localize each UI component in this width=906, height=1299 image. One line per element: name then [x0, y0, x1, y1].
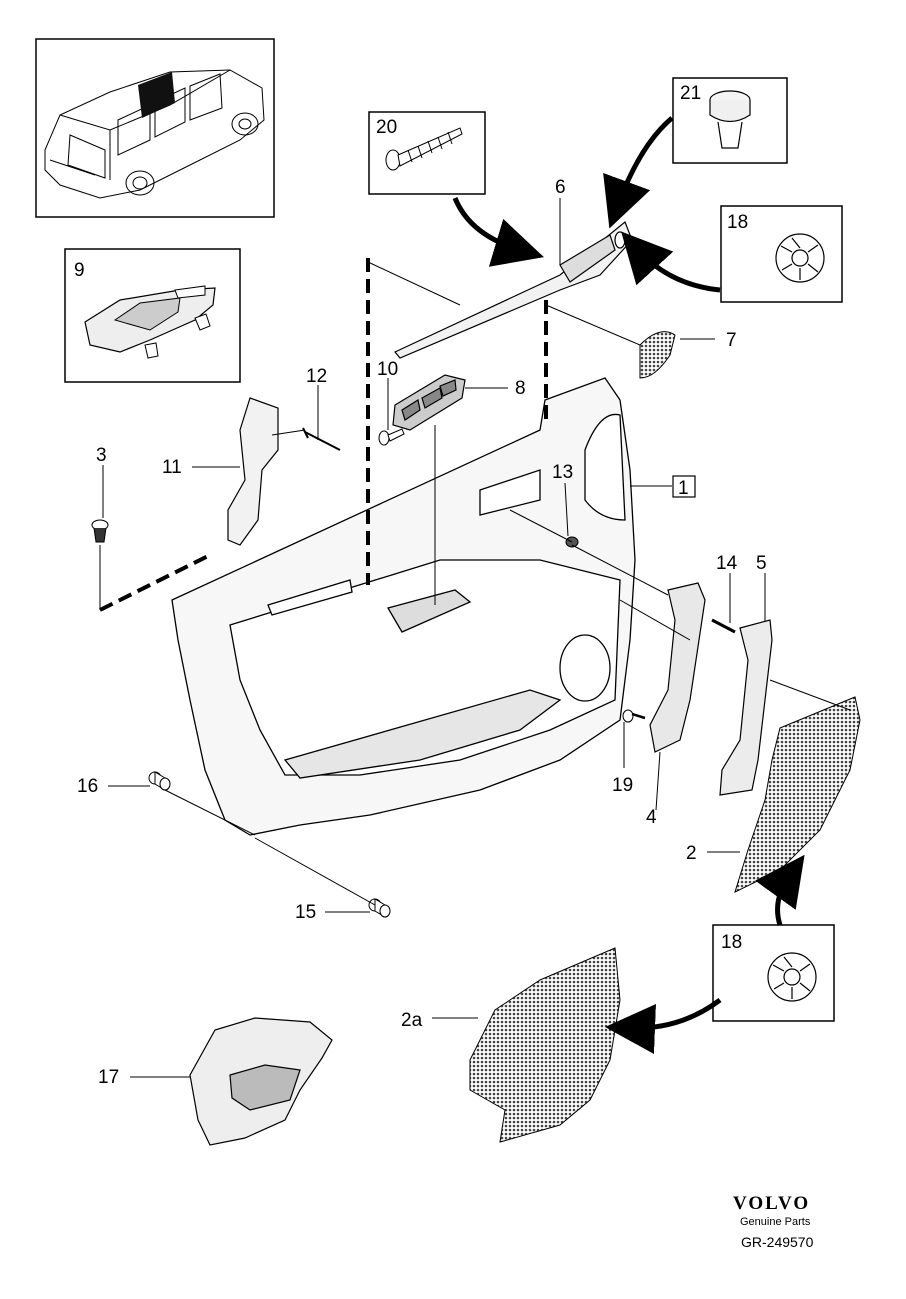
- genuine-parts-label: Genuine Parts: [740, 1216, 811, 1228]
- part-12-screw: [302, 427, 341, 451]
- callout-8: 8: [515, 378, 526, 399]
- part-6-upper-trim: [394, 221, 633, 359]
- part-21-box: [672, 77, 788, 164]
- station-wagon-illustration: [44, 69, 265, 199]
- part-18-box-upper: [720, 205, 843, 303]
- part-3-clip: [91, 519, 109, 543]
- door-panel-location-highlight: [138, 72, 175, 118]
- callout-11: 11: [162, 457, 182, 478]
- part-2a-speaker-grille: [469, 947, 621, 1143]
- callout-13: 13: [552, 462, 573, 483]
- callout-4: 4: [646, 807, 657, 828]
- push-clip-illustration: [385, 127, 463, 171]
- callout-6: 6: [555, 177, 566, 198]
- callout-2: 2: [686, 843, 697, 864]
- part-11-bracket: [227, 397, 279, 546]
- callout-20: 20: [376, 117, 397, 138]
- part-18-box-lower: [712, 924, 835, 1022]
- part-20-box: [368, 111, 486, 195]
- part-1-door-panel: [171, 377, 636, 836]
- part-17-bracket: [189, 1017, 333, 1146]
- callout-labels: 1 2 2a 3 4 5 6 7 8 9 10 11 12 13 14 15 1…: [74, 83, 767, 1088]
- part-16-bushing: [148, 771, 171, 791]
- callout-15: 15: [295, 902, 316, 923]
- part-14-screw: [711, 618, 736, 634]
- assembly-arrows: [452, 116, 805, 1054]
- assembly-lines: [99, 258, 851, 906]
- callout-1: 1: [678, 478, 689, 499]
- speed-nut-illustration-upper: [775, 233, 825, 283]
- part-8-switch-panel: [392, 374, 466, 431]
- volvo-brand: VOLVO: [733, 1193, 811, 1214]
- part-5-cover: [719, 619, 773, 796]
- callout-9: 9: [74, 260, 85, 281]
- part-15-bushing: [368, 898, 391, 918]
- speed-nut-illustration-lower: [767, 952, 817, 1002]
- leader-lines: [102, 198, 766, 1078]
- callout-7: 7: [726, 330, 737, 351]
- part-10-screw: [378, 428, 405, 446]
- part-7-tweeter-grille: [639, 331, 676, 379]
- plug-illustration: [709, 90, 751, 149]
- callout-21: 21: [680, 83, 701, 104]
- part-19-screw: [622, 709, 646, 723]
- part-1-label-box: [672, 475, 696, 498]
- callout-18-lower: 18: [721, 932, 742, 953]
- diagram-code: GR-249570: [741, 1234, 814, 1250]
- callout-17: 17: [98, 1067, 119, 1088]
- callout-18-upper: 18: [727, 212, 748, 233]
- callout-12: 12: [306, 366, 327, 387]
- callout-19: 19: [612, 775, 633, 796]
- callout-10: 10: [377, 359, 398, 380]
- callout-3: 3: [96, 445, 107, 466]
- callout-16: 16: [77, 776, 98, 797]
- callout-2a: 2a: [401, 1010, 423, 1031]
- callout-14: 14: [716, 553, 738, 574]
- callout-5: 5: [756, 553, 767, 574]
- part-9-box: [64, 248, 241, 383]
- part-4-pull-handle: [649, 582, 706, 753]
- vehicle-overview: [35, 38, 275, 218]
